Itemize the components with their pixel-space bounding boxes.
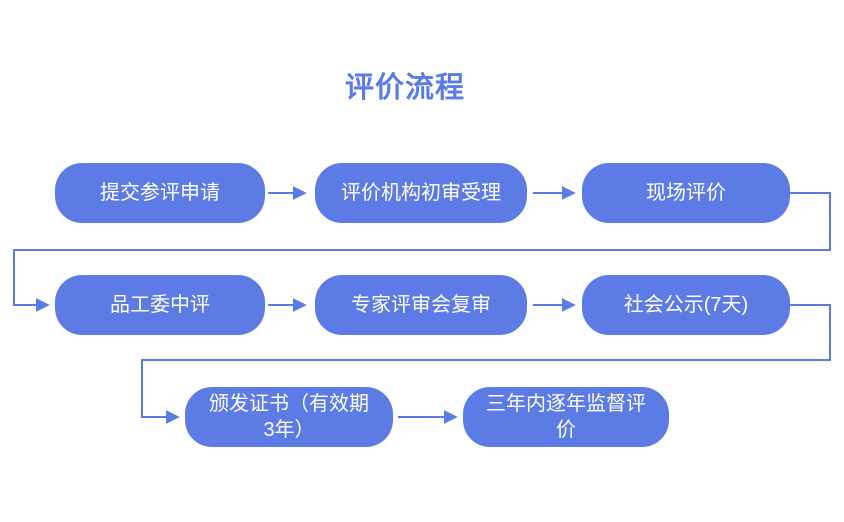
- node-label: 三年内逐年监督评 价: [486, 391, 646, 443]
- node-label-line: 价: [556, 419, 576, 441]
- node-label-line: 专家评审会复审: [351, 294, 491, 316]
- node-label-line: 品工委中评: [110, 294, 210, 316]
- node-label: 品工委中评: [110, 292, 210, 318]
- node-label-line: 评价机构初审受理: [341, 182, 501, 204]
- node-label: 提交参评申请: [100, 180, 220, 206]
- node-label: 评价机构初审受理: [341, 180, 501, 206]
- page-title: 评价流程: [344, 72, 465, 104]
- flow-node-public-announcement: 社会公示(7天): [582, 275, 790, 335]
- node-label-line: 提交参评申请: [100, 182, 220, 204]
- node-label: 社会公示(7天): [624, 292, 748, 318]
- node-label: 现场评价: [646, 180, 726, 206]
- node-label-line: 社会公示(7天): [623, 294, 749, 316]
- node-label-line: 现场评价: [646, 182, 726, 204]
- node-label: 颁发证书（有效期 3年）: [209, 391, 369, 443]
- flow-node-expert-panel-review: 专家评审会复审: [315, 275, 527, 335]
- node-label-line: 三年内逐年监督评: [486, 393, 646, 415]
- flow-node-submit-application: 提交参评申请: [55, 163, 265, 223]
- node-label-line: 颁发证书（有效期: [209, 393, 369, 415]
- flow-node-agency-initial-review: 评价机构初审受理: [315, 163, 527, 223]
- flow-node-issue-certificate: 颁发证书（有效期 3年）: [185, 387, 393, 447]
- flow-node-committee-mid-review: 品工委中评: [55, 275, 265, 335]
- node-label-line: 3年）: [263, 419, 315, 441]
- flow-node-onsite-evaluation: 现场评价: [582, 163, 790, 223]
- node-label: 专家评审会复审: [351, 292, 491, 318]
- flow-node-annual-supervision: 三年内逐年监督评 价: [463, 387, 669, 447]
